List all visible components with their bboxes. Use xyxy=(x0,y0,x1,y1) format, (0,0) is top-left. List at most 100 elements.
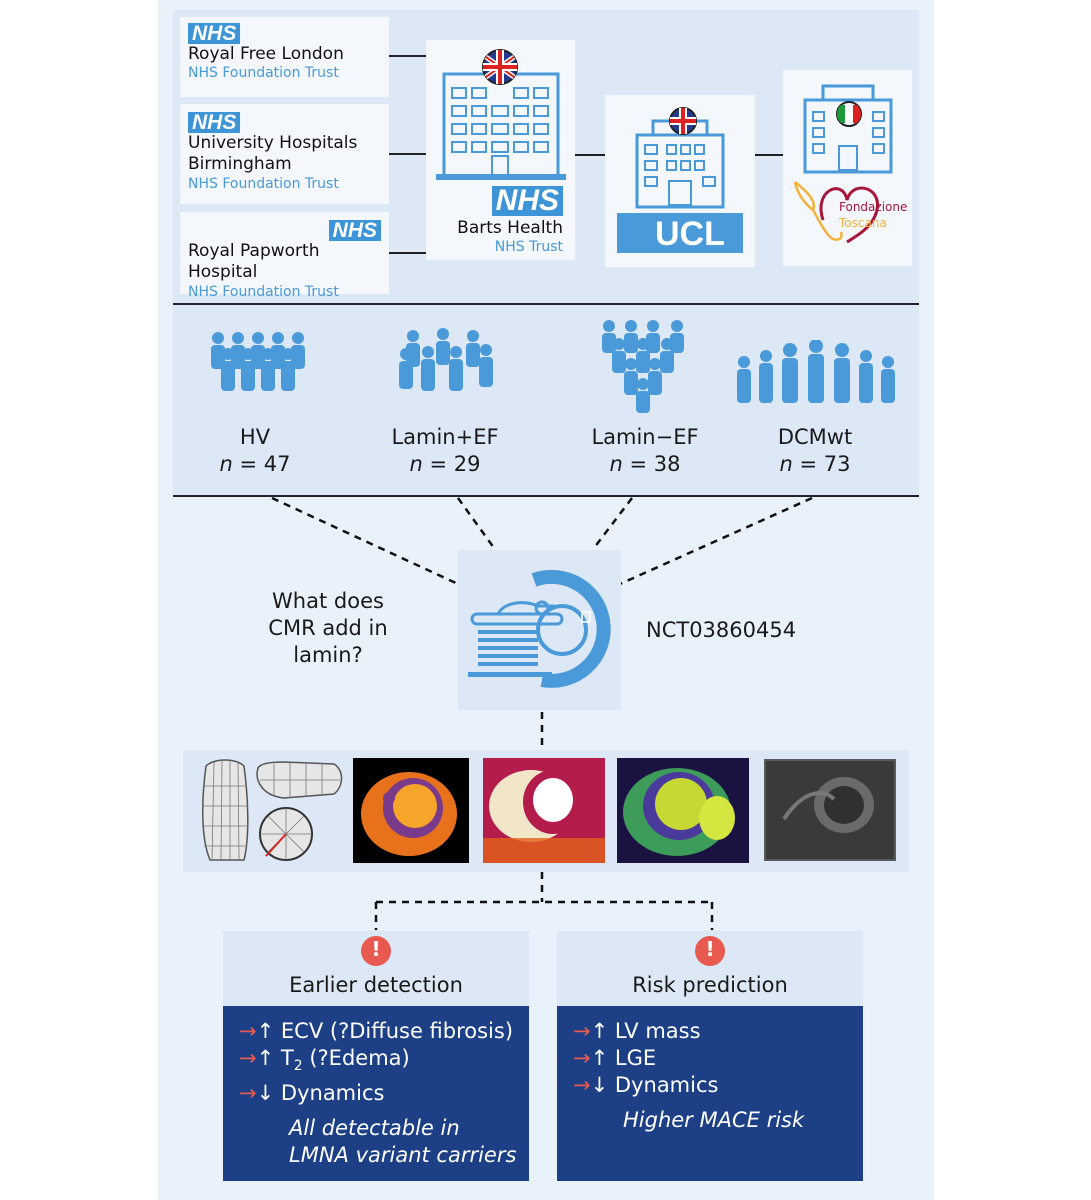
arrow-icon: → xyxy=(239,1019,257,1043)
t2-map-image xyxy=(483,758,605,863)
research-question: What does CMR add in lamin? xyxy=(252,588,404,669)
hospital-building-icon xyxy=(436,49,566,180)
trust-card-birmingham: NHS University Hospitals Birmingham NHS … xyxy=(180,104,389,204)
nhs-logo: NHS xyxy=(491,186,563,216)
uk-flag-icon xyxy=(482,49,518,85)
italy-flag-icon xyxy=(836,101,862,127)
trust-card-royal-free: NHS Royal Free London NHS Foundation Tru… xyxy=(180,17,389,97)
arrow-icon: → xyxy=(573,1073,591,1097)
group-count: = 29 xyxy=(429,452,481,477)
toscana-card: Fondazione Toscana xyxy=(783,70,912,266)
section-divider xyxy=(173,303,919,305)
toscana-line2: Toscana xyxy=(839,216,887,230)
connector-line xyxy=(755,154,783,156)
outcome-body: →↑ LV mass →↑ LGE →↓ Dynamics Higher MAC… xyxy=(557,1006,863,1181)
finding-dynamics: →↓ Dynamics xyxy=(239,1080,529,1107)
outcome-title: Earlier detection xyxy=(289,973,463,997)
finding-text: Dynamics xyxy=(614,1073,719,1097)
people-icon xyxy=(399,328,493,391)
connector-line xyxy=(389,55,426,57)
group-name: HV xyxy=(239,425,271,449)
up-arrow-icon: ↑ xyxy=(256,1046,275,1070)
finding-text: ECV (?Diffuse fibrosis) xyxy=(280,1019,514,1043)
group-name: Lamin−EF xyxy=(591,425,699,449)
finding-text: Dynamics xyxy=(280,1081,385,1106)
question-line: What does xyxy=(272,589,384,613)
group-label-hv: HV n = 47 xyxy=(200,424,310,479)
question-line: lamin? xyxy=(293,643,363,667)
group-count: = 73 xyxy=(799,452,851,477)
group-label-dcmwt: DCMwt n = 73 xyxy=(755,424,875,479)
trust-type: NHS Foundation Trust xyxy=(188,65,339,82)
finding-ecv: →↑ ECV (?Diffuse fibrosis) xyxy=(239,1018,529,1045)
people-icon xyxy=(737,340,895,403)
t1-map-image xyxy=(353,758,469,863)
cine-image xyxy=(764,759,896,861)
arrow-icon: → xyxy=(573,1046,591,1070)
ecv-map-image xyxy=(617,758,749,863)
connector-line xyxy=(389,153,426,155)
alert-icon xyxy=(361,936,391,966)
finding-lv-mass: →↑ LV mass xyxy=(573,1018,863,1045)
trust-type: NHS Foundation Trust xyxy=(188,283,339,300)
finding-lge: →↑ LGE xyxy=(573,1045,863,1072)
heart-logo-icon xyxy=(819,186,879,244)
arrow-icon: → xyxy=(573,1019,591,1043)
down-arrow-icon: ↓ xyxy=(256,1081,275,1106)
people-icon xyxy=(602,320,684,413)
up-arrow-icon: ↑ xyxy=(590,1019,609,1043)
hospital-building-icon xyxy=(793,84,893,244)
up-arrow-icon: ↑ xyxy=(256,1019,275,1043)
trial-id: NCT03860454 xyxy=(646,618,797,642)
group-count: = 38 xyxy=(629,452,681,477)
trust-name: Royal Papworth Hospital xyxy=(188,241,320,283)
down-arrow-icon: ↓ xyxy=(590,1073,609,1097)
group-name: Lamin+EF xyxy=(391,425,499,449)
outcome-card-earlier-detection: ! Earlier detection →↑ ECV (?Diffuse fib… xyxy=(223,931,529,1181)
connector-line xyxy=(575,154,605,156)
finding-text: LV mass xyxy=(614,1019,701,1043)
finding-dynamics: →↓ Dynamics xyxy=(573,1072,863,1099)
uk-flag-icon xyxy=(669,107,697,135)
people-icon xyxy=(211,332,305,391)
nhs-logo: NHS xyxy=(188,112,241,133)
group-label-lamin-neg-ef: Lamin−EF n = 38 xyxy=(580,424,710,479)
nhs-logo: NHS xyxy=(188,23,241,44)
trust-type: NHS Foundation Trust xyxy=(188,175,339,192)
barts-name: Barts Health xyxy=(457,218,563,238)
arrow-icon: → xyxy=(239,1046,257,1070)
finding-t2: →↑ T2 (?Edema) xyxy=(239,1045,529,1080)
ucl-logo: UCL xyxy=(655,215,725,253)
finding-text: (?Edema) xyxy=(302,1046,410,1070)
barts-trust: NHS Trust xyxy=(494,239,563,255)
subscript: 2 xyxy=(293,1058,303,1075)
cmr-scanner-card xyxy=(458,550,621,710)
ucl-card: UCL xyxy=(605,95,755,267)
section-divider xyxy=(173,495,919,497)
conclusion: Higher MACE risk xyxy=(623,1108,805,1132)
toscana-line1: Fondazione xyxy=(839,200,908,214)
outcome-card-risk-prediction: ! Risk prediction →↑ LV mass →↑ LGE →↓ D… xyxy=(557,931,863,1181)
finding-text: LGE xyxy=(614,1046,657,1070)
trust-card-papworth: NHS Royal Papworth Hospital NHS Foundati… xyxy=(180,212,389,300)
n-symbol: n xyxy=(779,452,793,477)
alert-icon xyxy=(695,936,725,966)
n-symbol: n xyxy=(219,452,233,477)
outcome-title: Risk prediction xyxy=(632,973,788,997)
barts-card: NHS Barts Health NHS Trust xyxy=(426,40,575,260)
arrow-icon: → xyxy=(239,1081,257,1106)
alert-symbol: ! xyxy=(705,937,715,961)
hospital-building-icon xyxy=(617,107,743,253)
question-line: CMR add in xyxy=(268,616,388,640)
n-symbol: n xyxy=(609,452,623,477)
tuscany-map-icon xyxy=(793,181,843,241)
conclusion: All detectable in xyxy=(289,1116,460,1141)
group-label-lamin-pos-ef: Lamin+EF n = 29 xyxy=(380,424,510,479)
trust-name: University Hospitals xyxy=(188,133,358,153)
up-arrow-icon: ↑ xyxy=(590,1046,609,1070)
trust-name: Royal Free London xyxy=(188,44,344,64)
lv-mesh-model-image xyxy=(202,759,343,861)
n-symbol: n xyxy=(409,452,423,477)
outcome-body: →↑ ECV (?Diffuse fibrosis) →↑ T2 (?Edema… xyxy=(223,1006,529,1181)
mri-scanner-icon xyxy=(468,569,611,688)
